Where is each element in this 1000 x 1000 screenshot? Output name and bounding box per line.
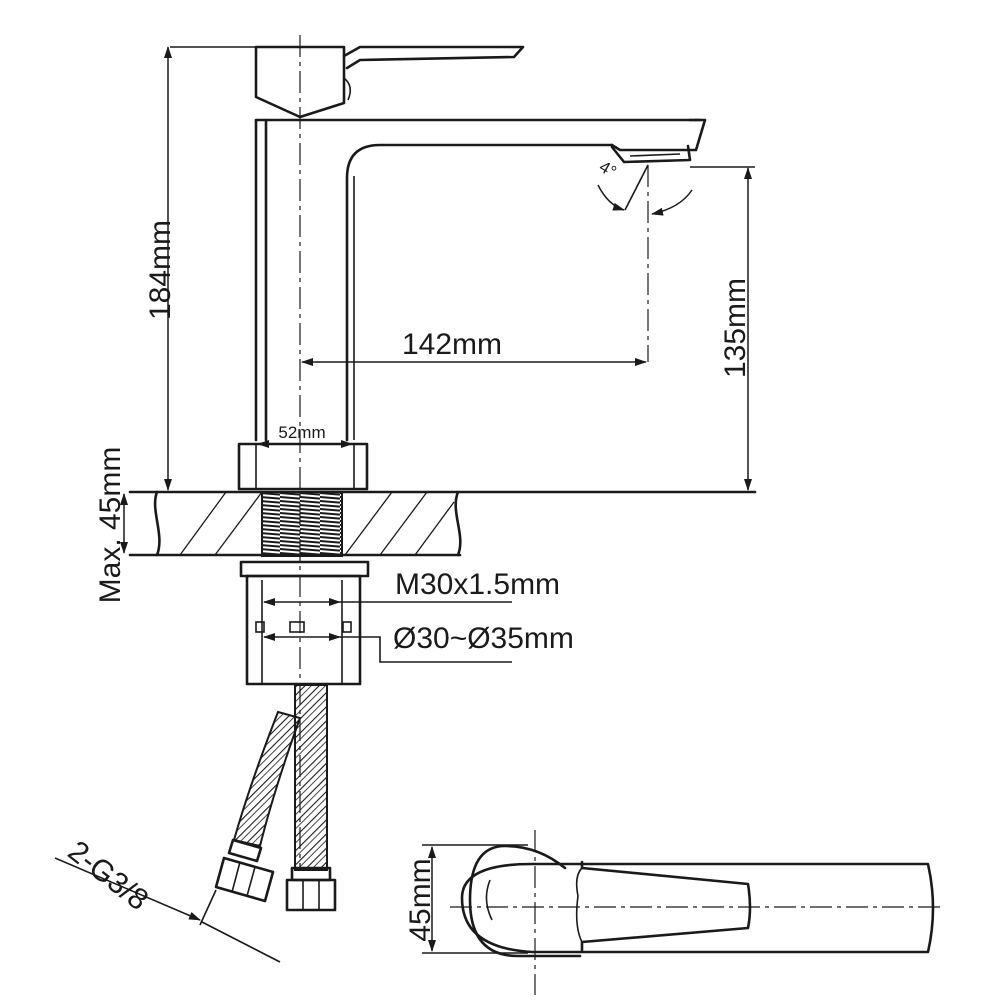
base-diameter-label: 52mm <box>278 423 325 442</box>
overall-height-label: 184mm <box>144 220 177 320</box>
faucet-body <box>254 118 702 442</box>
hose-fitting-right <box>285 866 337 912</box>
hose-fitting-left <box>214 838 275 903</box>
countertop-hatching <box>179 491 455 556</box>
supply-hoses <box>232 684 328 871</box>
hose-connection-label: 2-G3/8 <box>62 835 155 917</box>
faucet-spout-tip <box>610 118 707 164</box>
mounting-nut <box>239 560 370 686</box>
hole-diameter-label: Ø30~Ø35mm <box>393 622 574 655</box>
faucet-handle <box>170 45 525 119</box>
centerlines <box>299 35 649 995</box>
spout-reach-label: 142mm <box>402 328 502 361</box>
spray-angle-indicator: 4° <box>596 157 693 216</box>
threaded-shank <box>261 491 343 557</box>
dimension-thread: M30x1.5mm <box>263 568 560 606</box>
dimension-hose-connection: 2-G3/8 <box>54 835 281 963</box>
dimension-overall-height: 184mm <box>144 46 177 491</box>
dimension-spout-reach: 142mm <box>301 328 647 366</box>
handle-top-view <box>422 844 945 958</box>
dimension-handle-width: 45mm <box>404 846 437 952</box>
spout-height-label: 135mm <box>719 278 752 378</box>
spray-angle-label: 4° <box>596 157 620 182</box>
countertop <box>128 490 757 557</box>
dimension-max-deck-thickness: Max. 45mm <box>94 447 128 604</box>
dimension-spout-height: 135mm <box>690 166 755 491</box>
handle-width-label: 45mm <box>404 858 437 941</box>
dimension-hole-diameter: Ø30~Ø35mm <box>263 622 574 663</box>
dimension-base-diameter: 52mm <box>257 423 353 448</box>
faucet-base <box>237 442 369 491</box>
thread-label: M30x1.5mm <box>395 568 560 601</box>
max-deck-thickness-label: Max. 45mm <box>94 447 127 604</box>
